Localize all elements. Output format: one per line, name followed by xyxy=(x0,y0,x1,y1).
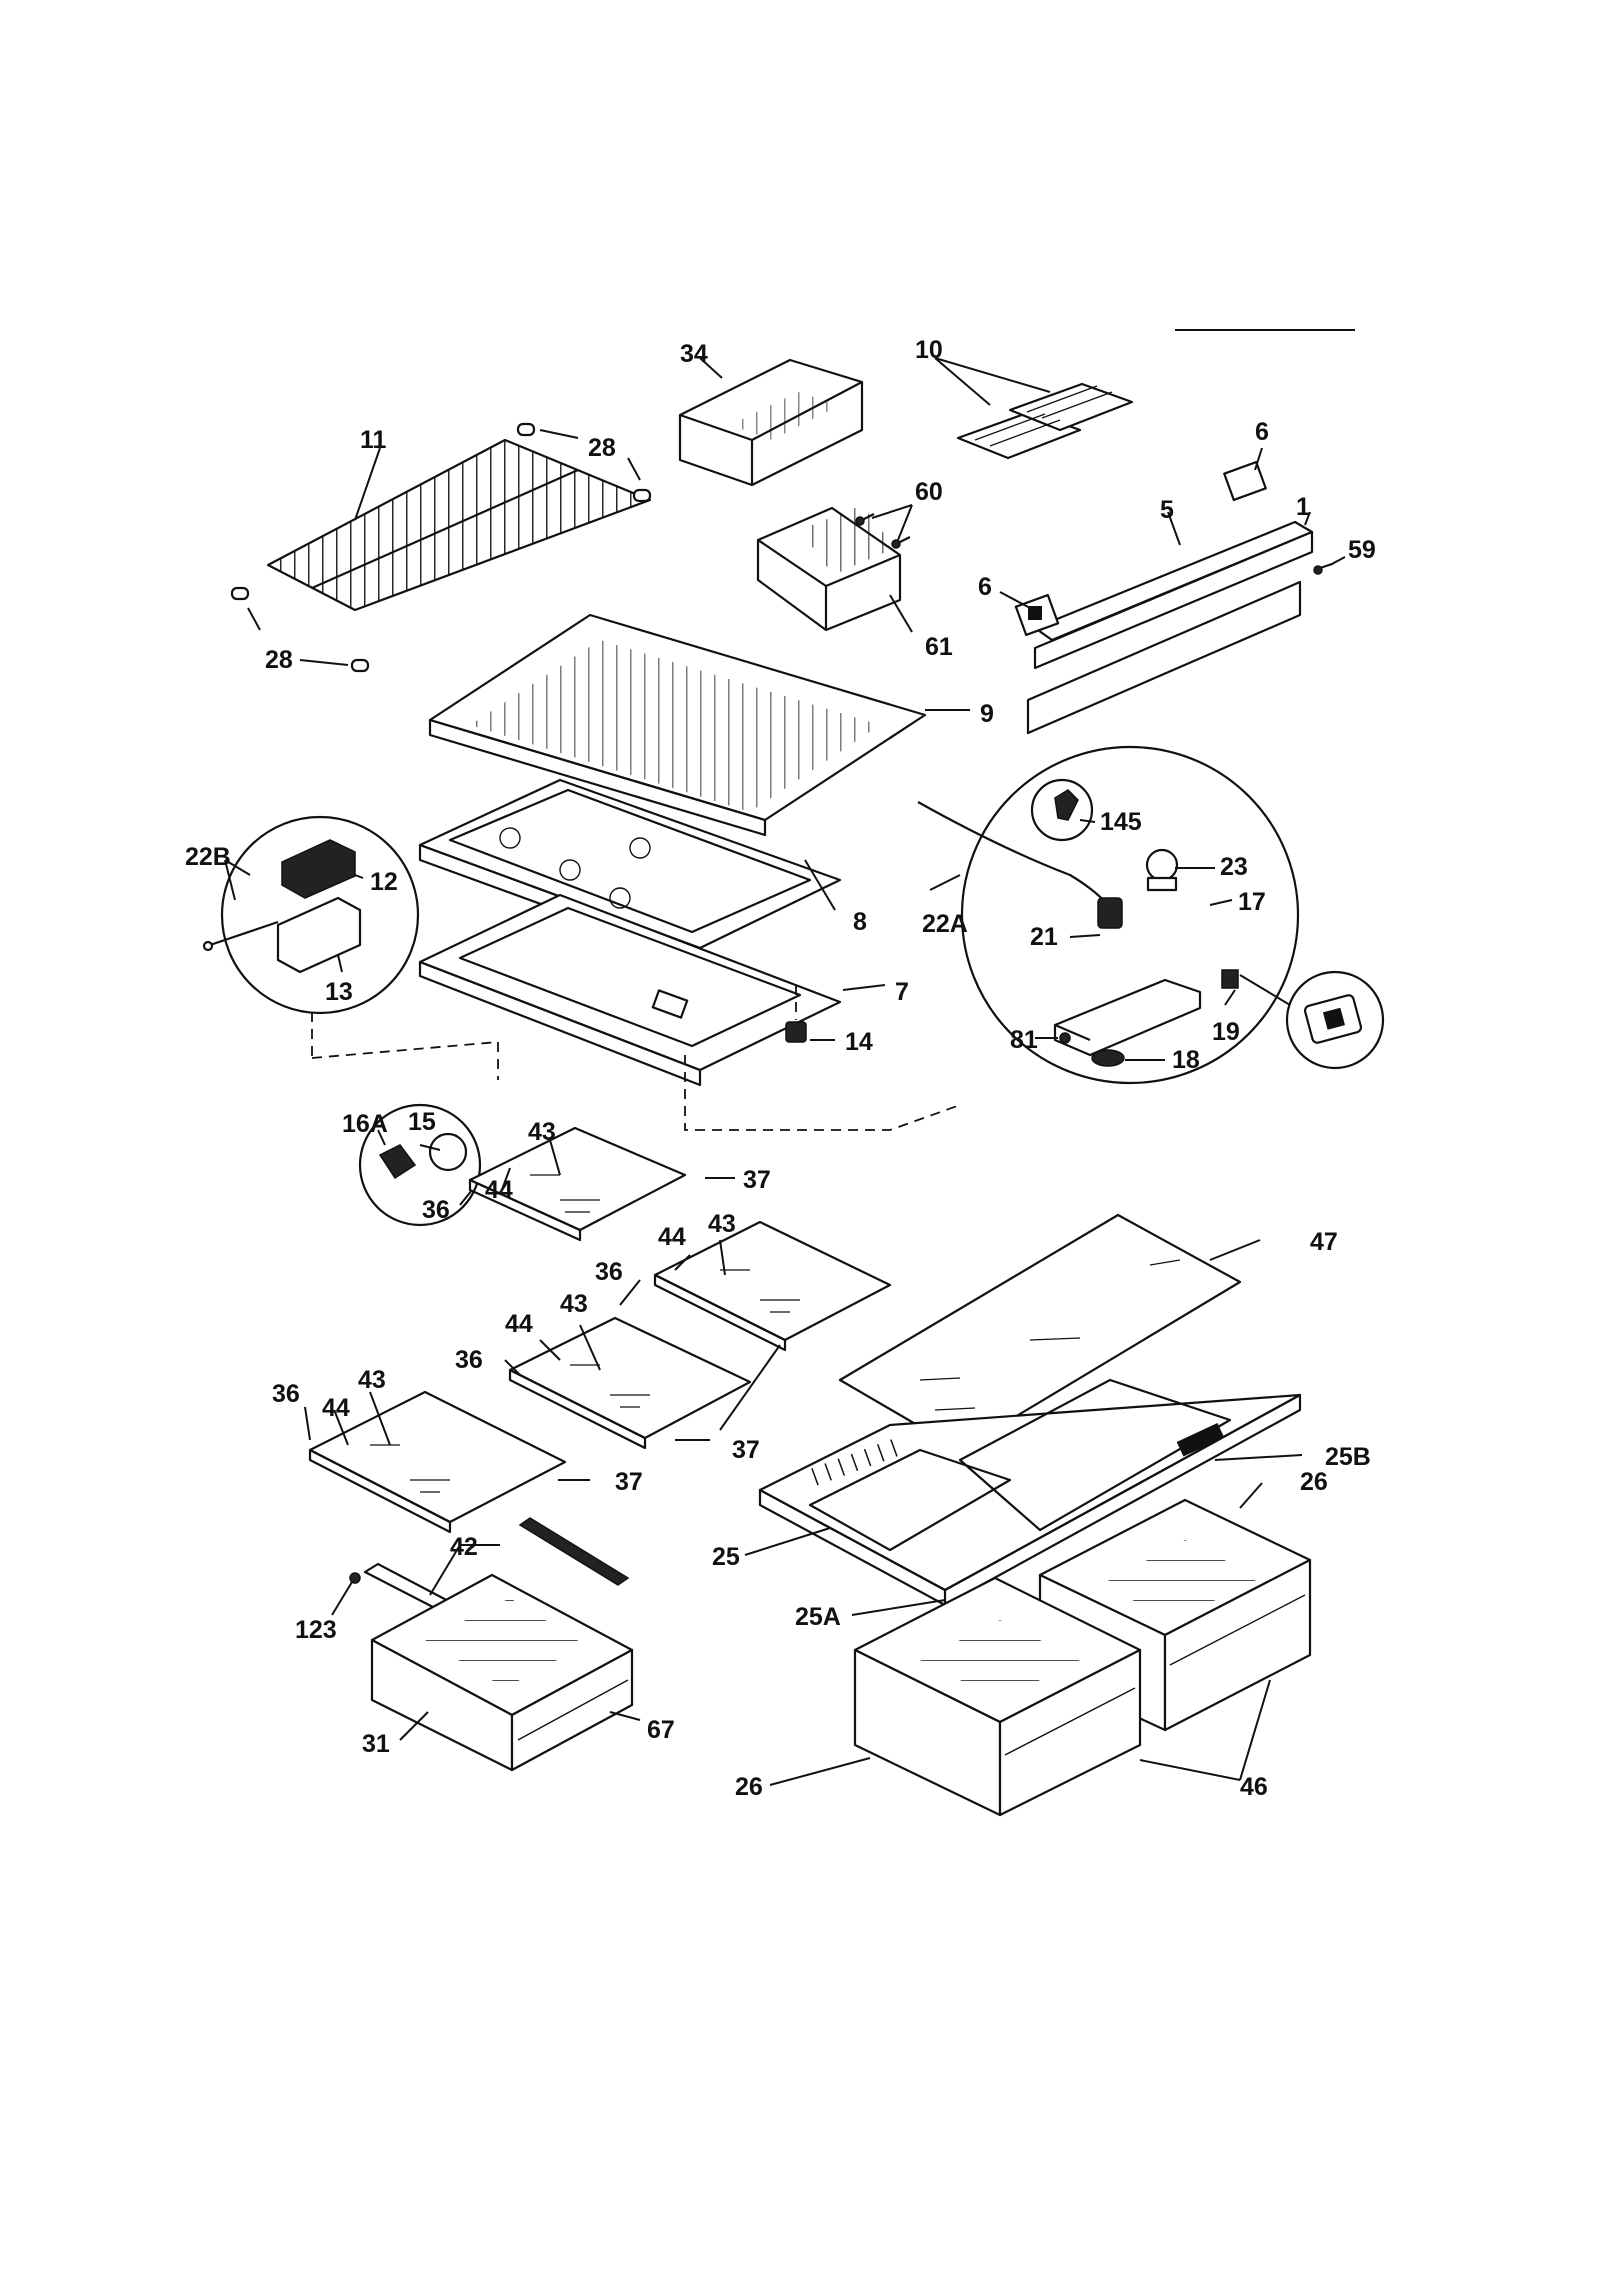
callout-44-mid-left: 44 xyxy=(505,1310,533,1338)
switch-detail-circle-19 xyxy=(1285,970,1385,1070)
callout-37-upper: 37 xyxy=(743,1166,771,1194)
callout-23: 23 xyxy=(1220,853,1248,881)
callout-81: 81 xyxy=(1010,1026,1038,1054)
crisper-frame-25 xyxy=(758,1378,1302,1607)
callout-36-mid-left: 36 xyxy=(455,1346,483,1374)
callout-26-right: 26 xyxy=(1300,1468,1328,1496)
dashed-guide-bottom xyxy=(311,1041,499,1059)
leader-switch-detail xyxy=(1239,974,1291,1006)
callout-labels: 34 10 11 28 28 60 61 6 6 5 1 59 9 8 7 14… xyxy=(185,336,1376,1801)
callout-22B: 22B xyxy=(185,843,231,871)
callout-1: 1 xyxy=(1296,493,1310,521)
callout-10: 10 xyxy=(915,336,943,364)
wire-shelf-11 xyxy=(266,438,652,612)
callout-26-front: 26 xyxy=(735,1773,763,1801)
callout-28-bottom: 28 xyxy=(265,646,293,674)
callout-43-lower: 43 xyxy=(358,1366,386,1394)
control-box-detail-circle xyxy=(917,745,1300,1085)
callout-42: 42 xyxy=(450,1533,478,1561)
callout-123: 123 xyxy=(295,1616,337,1644)
callout-44-lower: 44 xyxy=(322,1394,350,1422)
callout-145: 145 xyxy=(1100,808,1142,836)
callout-47: 47 xyxy=(1310,1228,1338,1256)
callout-25A: 25A xyxy=(795,1603,841,1631)
glass-shelf-upper xyxy=(468,1126,687,1242)
callout-21: 21 xyxy=(1030,923,1058,951)
storage-bin-34 xyxy=(678,358,864,487)
switch-part-14 xyxy=(785,985,807,1043)
callout-25B: 25B xyxy=(1325,1443,1371,1471)
crisper-cover-9 xyxy=(428,613,927,837)
callout-14: 14 xyxy=(845,1028,873,1056)
ice-cube-trays-10 xyxy=(956,382,1134,460)
screws-60 xyxy=(855,513,911,549)
callout-36-mid-right: 36 xyxy=(595,1258,623,1286)
slide-tray-61 xyxy=(756,505,902,632)
callout-11: 11 xyxy=(360,426,387,454)
drawer-31 xyxy=(370,1573,634,1772)
callout-17: 17 xyxy=(1238,888,1266,916)
lamp-socket-detail-circle xyxy=(358,1103,482,1227)
shelf-end-caps-28 xyxy=(230,422,652,673)
callout-36-upper: 36 xyxy=(422,1196,450,1224)
callout-43-mid-right: 43 xyxy=(708,1210,736,1238)
callout-12: 12 xyxy=(370,868,398,896)
callout-19: 19 xyxy=(1212,1018,1240,1046)
dashed-guide-right xyxy=(684,1055,961,1131)
callout-31: 31 xyxy=(362,1730,390,1758)
callout-46: 46 xyxy=(1240,1773,1268,1801)
callout-25: 25 xyxy=(712,1543,740,1571)
callout-43-upper: 43 xyxy=(528,1118,556,1146)
callout-18: 18 xyxy=(1172,1046,1200,1074)
base-panel-7 xyxy=(418,893,842,1087)
callout-16A: 16A xyxy=(342,1110,388,1138)
callout-61: 61 xyxy=(925,633,953,661)
callout-59: 59 xyxy=(1348,536,1376,564)
callout-8: 8 xyxy=(853,908,867,936)
glass-shelf-middle-right xyxy=(653,1220,892,1352)
glass-shelf-lower xyxy=(308,1390,567,1534)
callout-7: 7 xyxy=(895,978,909,1006)
callout-37-lower: 37 xyxy=(615,1468,643,1496)
callout-34: 34 xyxy=(680,340,708,368)
callout-6-left: 6 xyxy=(978,573,992,601)
callout-44-upper: 44 xyxy=(485,1176,513,1204)
callout-28-top: 28 xyxy=(588,434,616,462)
callout-37-mid: 37 xyxy=(732,1436,760,1464)
callout-36-lower: 36 xyxy=(272,1380,300,1408)
drawer-26-front xyxy=(853,1576,1142,1817)
callout-13: 13 xyxy=(325,978,353,1006)
leader-lines xyxy=(224,357,1346,1786)
callout-43-mid-left: 43 xyxy=(560,1290,588,1318)
callout-22A: 22A xyxy=(922,910,968,938)
callout-67: 67 xyxy=(647,1716,675,1744)
drawer-rail-42 xyxy=(518,1517,630,1586)
glass-shelf-middle-left xyxy=(508,1316,752,1450)
callout-15: 15 xyxy=(408,1108,436,1136)
control-housing-detail-circle xyxy=(202,815,420,1015)
callout-9: 9 xyxy=(980,700,994,728)
callout-60: 60 xyxy=(915,478,943,506)
callout-44-mid-right: 44 xyxy=(658,1223,686,1251)
heater-bar-assembly-5 xyxy=(1014,460,1333,735)
callout-5: 5 xyxy=(1160,496,1174,524)
callout-6-top: 6 xyxy=(1255,418,1269,446)
